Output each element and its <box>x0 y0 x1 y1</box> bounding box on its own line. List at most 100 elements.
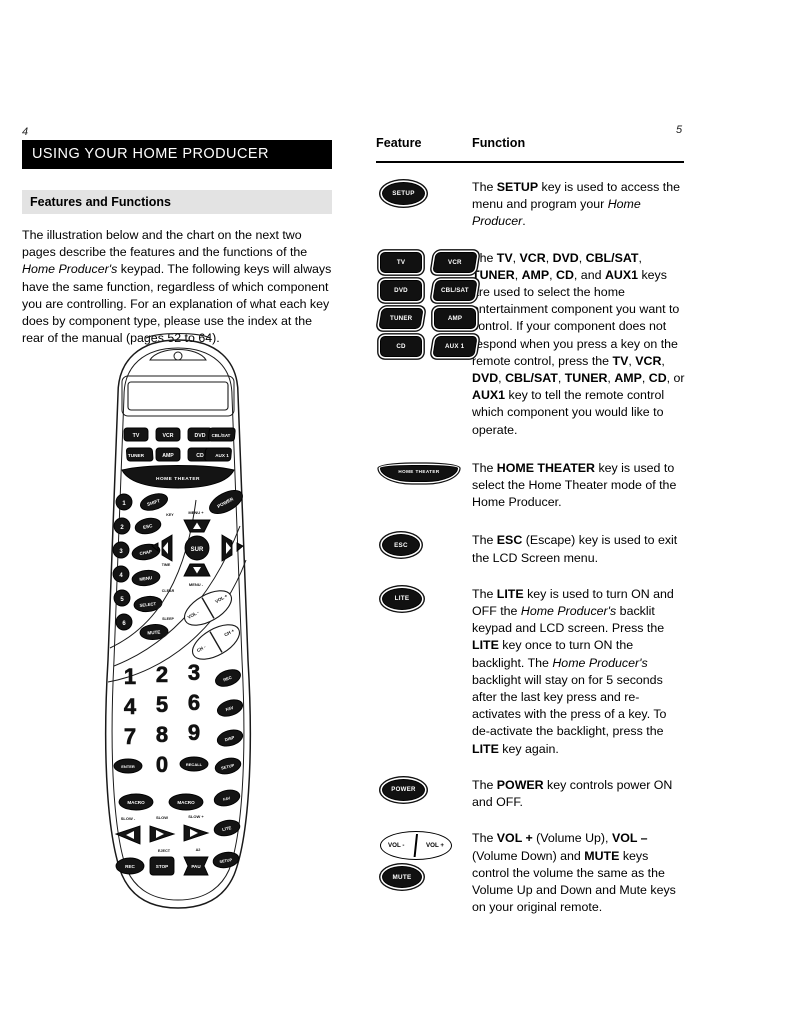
svg-text:SLOW +: SLOW + <box>188 814 204 819</box>
feature-cell-home-theater: HOME THEATER <box>376 459 472 512</box>
text-run-italic: Home Producer's <box>520 604 617 619</box>
svg-text:STOP: STOP <box>156 864 168 869</box>
tuner-key-glyph: TUNER <box>378 307 424 329</box>
text-run-bold: VCR <box>519 250 546 265</box>
table-row: SETUP The SETUP key is used to access th… <box>376 178 686 231</box>
svg-text:1: 1 <box>124 664 136 689</box>
header-function: Function <box>472 136 526 150</box>
text-run-bold: TUNER <box>564 371 608 386</box>
dvd-key-glyph: DVD <box>380 279 422 301</box>
svg-text:4: 4 <box>124 694 137 719</box>
remote-right-side-keys: REC FAV DISP SETUP <box>214 669 244 775</box>
remote-macro-row: MACRO MACRO FAV <box>118 789 241 811</box>
table-row: POWER The POWER key controls power ON an… <box>376 776 686 811</box>
svg-text:DVD: DVD <box>195 433 206 439</box>
svg-text:VCR: VCR <box>163 433 174 439</box>
function-text-source-keys: The TV, VCR, DVD, CBL/SAT, TUNER, AMP, C… <box>472 249 686 439</box>
svg-text:ENTER: ENTER <box>121 764 135 769</box>
text-run: key again. <box>498 741 559 756</box>
svg-text:TV: TV <box>133 433 140 439</box>
vcr-key-label: VCR <box>448 258 462 266</box>
svg-text:LITE: LITE <box>222 825 232 832</box>
function-text-esc: The ESC (Escape) key is used to exit the… <box>472 531 686 566</box>
vol-plus-label: VOL + <box>426 842 444 850</box>
text-run: The <box>472 460 497 475</box>
text-run-bold: CBL/SAT <box>585 250 639 265</box>
svg-text:9: 9 <box>188 720 200 745</box>
function-text-setup: The SETUP key is used to access the menu… <box>472 178 686 231</box>
text-run: The <box>472 250 497 265</box>
svg-text:1: 1 <box>122 501 126 507</box>
text-run: keys are used to select the home enterta… <box>472 267 680 368</box>
text-run-bold: VCR <box>635 353 662 368</box>
feature-function-table: Feature Function SETUP The SETUP key is … <box>376 136 686 916</box>
text-run: (Volume Down) and <box>472 848 585 863</box>
svg-text:2: 2 <box>156 662 168 687</box>
intro-part-3: keypad. The following keys will always h… <box>22 262 332 346</box>
svg-text:MENU: MENU <box>139 575 153 582</box>
rocker-divider <box>413 834 419 858</box>
text-run: backlight will stay on for 5 seconds aft… <box>472 672 667 739</box>
text-run-bold: CBL/SAT <box>505 371 558 386</box>
text-run-bold: TV <box>612 353 629 368</box>
text-run-bold: DVD <box>552 250 579 265</box>
svg-text:PAU: PAU <box>191 864 201 869</box>
text-run: , <box>557 371 565 386</box>
svg-text:2: 2 <box>120 525 124 531</box>
svg-text:MUTE: MUTE <box>147 630 160 636</box>
intro-italic-home-producer: Home Producer's <box>22 262 118 277</box>
table-row: HOME THEATER The HOME THEATER key is use… <box>376 459 686 512</box>
svg-text:ESC: ESC <box>143 523 154 530</box>
text-run-bold: VOL + <box>496 831 533 846</box>
feature-cell-power: POWER <box>376 776 472 811</box>
amp-key-glyph: AMP <box>434 307 476 329</box>
text-run-bold: AUX1 <box>472 388 506 403</box>
text-run: , <box>512 250 520 265</box>
text-run: key is used to access the menu and progr… <box>472 180 680 212</box>
text-run: backlit keypad and LCD screen. Press the <box>472 604 665 636</box>
page-number-right: 5 <box>676 124 683 136</box>
feature-cell-source-keys: TV VCR DVD CBL/SAT TUNER AMP CD AUX 1 <box>376 249 478 439</box>
home-theater-key-glyph: HOME THEATER <box>380 464 458 482</box>
text-run: , <box>578 250 586 265</box>
text-run: key to tell the remote control which com… <box>472 388 665 437</box>
text-run-bold: CD <box>556 267 574 282</box>
svg-text:VOL -: VOL - <box>187 609 200 620</box>
intro-paragraph: The illustration below and the chart on … <box>22 227 332 347</box>
text-run: (Volume Up), <box>532 831 612 846</box>
volume-rocker-glyph: VOL - VOL + <box>380 831 452 861</box>
cblsat-key-label: CBL/SAT <box>441 286 469 294</box>
text-run: , <box>607 371 615 386</box>
svg-text:A2: A2 <box>196 848 201 852</box>
text-run: (Escape) key is used to exit the LCD Scr… <box>472 533 678 565</box>
text-run: key is used to turn ON and OFF the <box>472 586 674 619</box>
text-run-italic: Home Producer's <box>552 655 648 670</box>
text-run: , <box>514 267 522 282</box>
svg-text:7: 7 <box>124 724 136 749</box>
svg-text:CBL/SAT: CBL/SAT <box>212 433 231 438</box>
table-row: ESC The ESC (Escape) key is used to exit… <box>376 531 686 566</box>
text-run: , <box>498 371 506 386</box>
svg-text:SHIFT: SHIFT <box>146 498 160 507</box>
esc-key-glyph: ESC <box>382 534 420 557</box>
svg-text:6: 6 <box>188 690 200 715</box>
home-theater-key-label: HOME THEATER <box>398 468 440 474</box>
text-run: , <box>545 250 553 265</box>
svg-text:4: 4 <box>119 573 123 579</box>
text-run: The <box>472 533 497 548</box>
lite-key-glyph: LITE <box>382 587 422 610</box>
svg-text:MACRO: MACRO <box>127 800 145 805</box>
remote-control-illustration: .ol{fill:none;stroke:#1a1a1a;stroke-widt… <box>88 330 268 915</box>
remote-numeric-keypad: 1 2 3 4 5 6 7 8 9 0 ENTER RECALL <box>113 660 209 777</box>
remote-bottom-row: EJECT A2 REC STOP PAU SETUP <box>115 848 240 876</box>
svg-text:EJECT: EJECT <box>158 849 171 853</box>
svg-text:RECALL: RECALL <box>186 762 203 767</box>
function-text-power: The POWER key controls power ON and OFF. <box>472 776 686 811</box>
power-key-glyph: POWER <box>382 778 425 801</box>
text-run: keys control the volume the same as the … <box>472 848 676 915</box>
svg-text:SETUP: SETUP <box>219 858 233 864</box>
svg-text:SLOW -: SLOW - <box>121 816 136 821</box>
text-run-bold: TUNER <box>472 267 515 282</box>
svg-text:MENU +: MENU + <box>188 510 204 515</box>
